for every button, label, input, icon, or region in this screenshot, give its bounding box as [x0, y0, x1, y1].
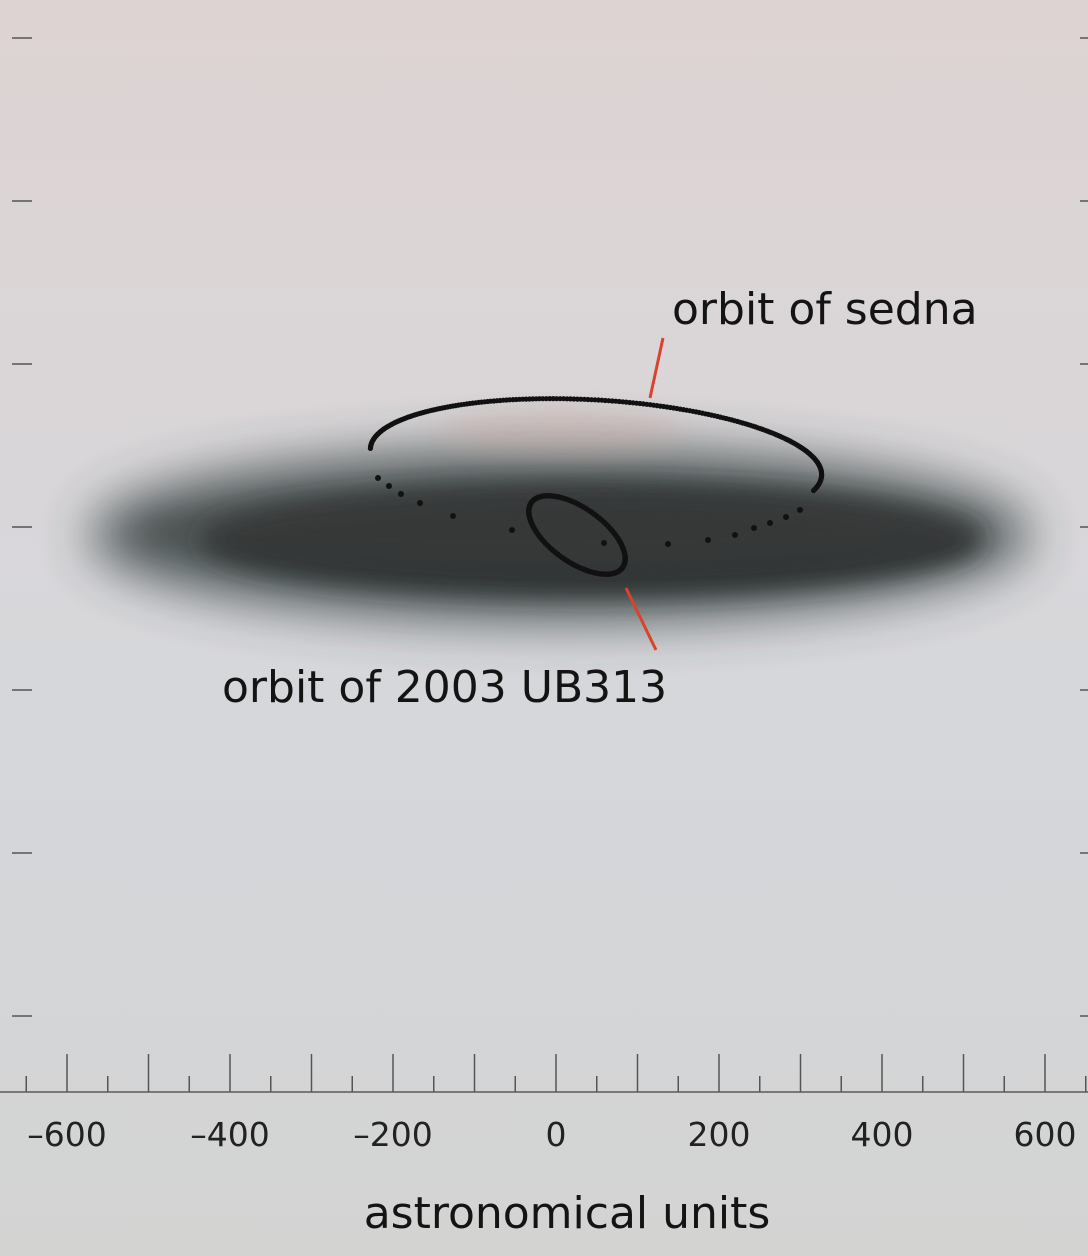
sedna-orbit-point [375, 475, 381, 481]
sedna-orbit-series [367, 396, 825, 547]
sedna-orbit-point [767, 520, 773, 526]
x-tick-label: –400 [190, 1115, 270, 1154]
sedna-orbit-point [417, 500, 423, 506]
sedna-orbit-point [665, 541, 671, 547]
x-tick-label: –200 [353, 1115, 433, 1154]
sedna-orbit-point [732, 532, 738, 538]
ub313-orbit-series [526, 492, 628, 578]
ub313-label: orbit of 2003 UB313 [222, 662, 667, 713]
sedna-orbit-point [601, 540, 607, 546]
background-disk [90, 405, 1030, 620]
sedna-orbit-point [705, 537, 711, 543]
x-axis-tick-labels: –600 –400 –200 0 200 400 600 [27, 1115, 1076, 1154]
x-tick-label: 0 [546, 1115, 567, 1154]
x-tick-label: 200 [688, 1115, 751, 1154]
sedna-orbit-point [811, 487, 817, 494]
sedna-label: orbit of sedna [672, 284, 978, 335]
x-tick-label: 600 [1014, 1115, 1077, 1154]
sedna-orbit-point [783, 514, 789, 520]
ub313-leader-line [624, 587, 658, 651]
x-tick-label: –600 [27, 1115, 107, 1154]
sedna-orbit-point [450, 513, 456, 519]
sedna-orbit-point [398, 491, 404, 497]
sedna-leader-line [648, 337, 665, 399]
x-axis-ticks [25, 1054, 1087, 1092]
sedna-orbit-point [797, 507, 803, 513]
ub313-orbit-point [620, 563, 627, 569]
x-axis-title: astronomical units [364, 1188, 771, 1239]
y-axis-ticks [12, 37, 1088, 1017]
sedna-orbit-point [751, 525, 757, 531]
sedna-orbit-point [509, 527, 515, 533]
x-tick-label: 400 [851, 1115, 914, 1154]
sedna-orbit-point [386, 483, 392, 489]
